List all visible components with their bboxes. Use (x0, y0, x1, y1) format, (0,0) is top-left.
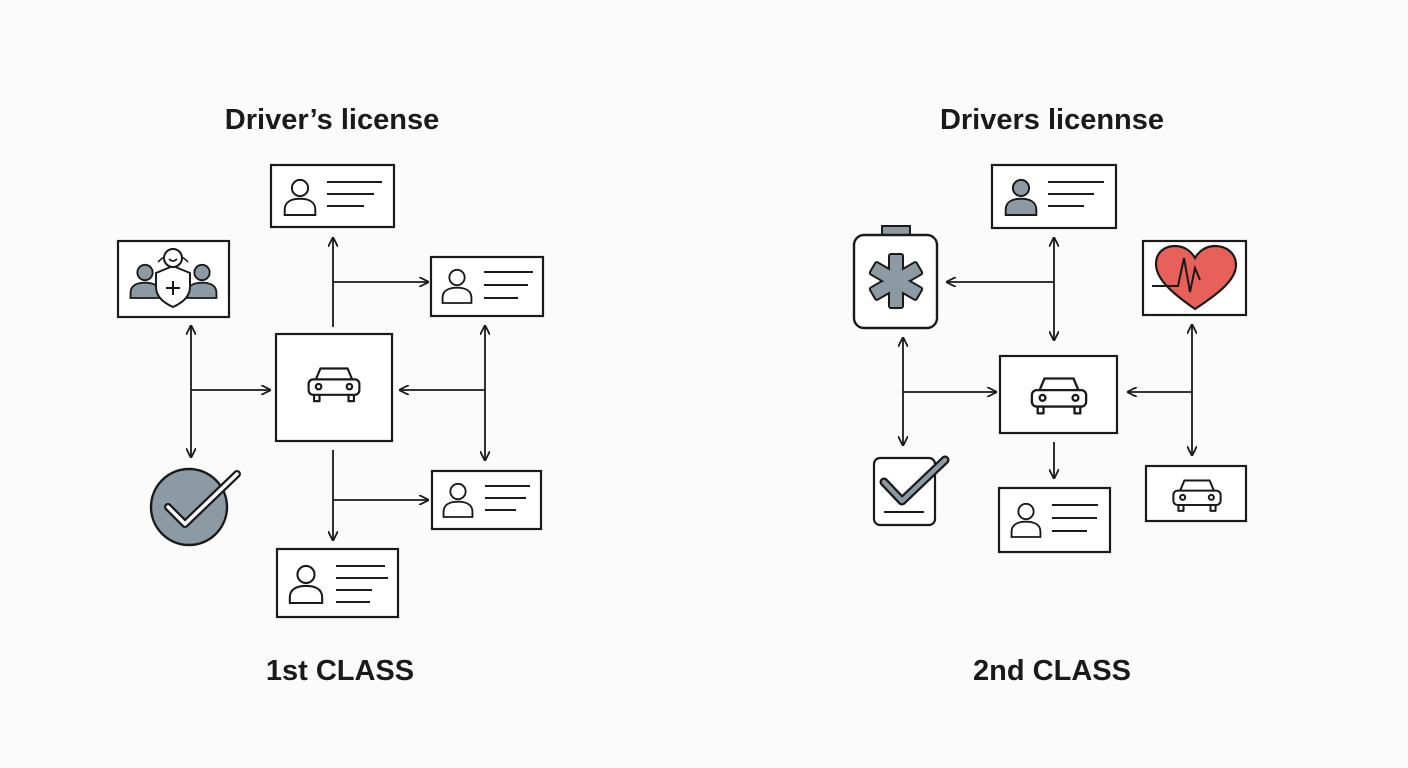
right-caption: 2nd CLASS (973, 655, 1131, 687)
license-card-right-upper (429, 255, 545, 318)
car-box-center (274, 332, 394, 443)
check-circle-icon (149, 467, 241, 547)
left-title: Driver’s license (224, 104, 440, 136)
heart-card (1141, 239, 1248, 317)
medical-kit-icon (852, 225, 939, 330)
group-shield-icon (129, 248, 218, 309)
license-card-bottom (997, 486, 1112, 554)
left-diagram (116, 163, 545, 619)
license-card-top (990, 163, 1118, 230)
right-diagram (852, 163, 1248, 554)
car-card-small (1144, 464, 1248, 523)
group-shield-card (116, 239, 231, 319)
checkbox-icon (872, 455, 950, 527)
license-card-right-lower (430, 469, 543, 531)
license-card-top (269, 163, 396, 229)
right-connectors (903, 238, 1192, 478)
car-box-center (998, 354, 1119, 435)
right-title: Drivers licennse (939, 104, 1165, 136)
left-caption: 1st CLASS (265, 655, 415, 687)
license-card-bottom (275, 547, 400, 619)
left-connectors (191, 238, 485, 540)
heart-pulse-icon (1152, 244, 1238, 311)
